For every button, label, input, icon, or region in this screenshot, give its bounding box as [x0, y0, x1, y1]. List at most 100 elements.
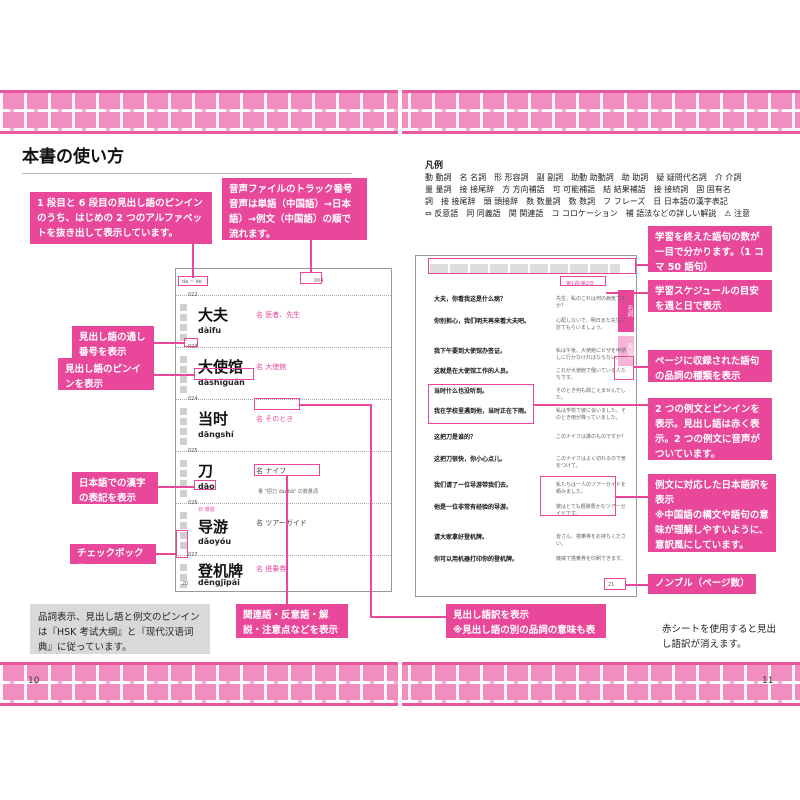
page-number-left: 10: [28, 676, 40, 686]
highlight-week: [560, 276, 606, 286]
entry-number: 024: [188, 396, 198, 402]
highlight-progress: [428, 258, 636, 274]
entry-meaning: 名 ツアーガイド: [256, 519, 307, 527]
example-translation: そのとき何も聞こえませんでした。: [556, 388, 626, 401]
example-translation: 先生、私のこれは何の病気ですか？: [556, 296, 627, 309]
checkbox-icon[interactable]: [180, 304, 187, 344]
example-sentence: 请大家拿好登机牌。: [434, 534, 489, 541]
entry-pinyin: dàshǐguǎn: [198, 378, 245, 387]
connector-line: [370, 616, 446, 618]
highlight-translation: [254, 398, 300, 410]
right-page-sample: 第1週/第2日 名詞 第1週 大夫，你看我这是什么病？ 先生、私のこれは何の病気…: [415, 255, 637, 597]
example-sentence: 我们请了一位导游带我们去。: [434, 482, 513, 489]
example-sentence: 这把刀是谁的？: [434, 434, 477, 441]
example-translation: 心配しないで、明日また先生に診てもらいましょう。: [556, 318, 626, 331]
page-number-right: 11: [762, 676, 774, 686]
highlight-nombre: [604, 578, 626, 590]
callout-pinyin-alpha: 1 段目と 6 段目の見出し語のピンインのうち、はじめの 2 つのアルファベット…: [30, 192, 212, 244]
example-translation: このナイフは誰のものですか？: [556, 434, 627, 440]
example-translation: 私は学校で彼に会いました。そのとき雨が降っていました。: [556, 408, 627, 421]
side-tab-pos: 名詞: [618, 290, 634, 332]
checkbox-icon[interactable]: [180, 408, 187, 448]
callout-pinyin: 見出し語のピンインを表示: [58, 358, 154, 390]
left-page-sample: da ~ de 004 022 大夫 dàifu 名 医者、先生 023 大使馆…: [175, 268, 392, 592]
highlight-pinyin: [194, 368, 254, 380]
connector-line: [634, 366, 648, 368]
callout-examples: 2 つの例文とピンインを表示。見出し語は赤く表示。2 つの例文に音声がついていま…: [648, 398, 772, 460]
example-sentence: 这就是在大使馆工作的人员。: [434, 368, 513, 375]
callout-translation: 見出し語訳を表示 ※見出し語の別の品詞の意味も表示: [446, 604, 606, 651]
callout-pos: ページに収録された語句の品詞の種類を表示: [648, 350, 772, 382]
highlight-serial: [184, 338, 198, 347]
entry-row: 026 日 導遊 导游 dǎoyóu 名 ツアーガイド: [176, 500, 391, 556]
legend-line: 詞 接 接尾辞 頭 頭接辞 数 数量詞 数 数詞 フ フレーズ 日 日本語の漢字…: [425, 197, 728, 206]
highlight-checkbox: [176, 530, 188, 558]
checkbox-icon[interactable]: [180, 460, 187, 500]
entry-row: 027 登机牌 dēngjīpái 名 搭乗券: [176, 552, 391, 590]
entry-meaning: 名 大使館: [256, 363, 287, 371]
legend: 凡例 動 動詞 名 名詞 形 形容詞 副 副詞 助動 助動詞 助 助詞 疑 疑問…: [425, 160, 785, 220]
highlight-jp: [540, 476, 616, 516]
legend-line: 量 量詞 接 接尾辞 方 方向補語 可 可能補語 結 結果補語 接 接続詞 固 …: [425, 185, 731, 194]
example-translation: 私は午後、大使館にビザを申請しに行かなければならない。: [556, 348, 627, 361]
progress-track: [430, 264, 620, 274]
entry-hanzi: 登机牌: [198, 562, 244, 580]
highlight-pos-tab: [614, 356, 634, 380]
connector-line: [534, 404, 648, 406]
highlight-related: [254, 464, 320, 476]
connector-line: [626, 584, 648, 586]
highlight-track: [300, 272, 322, 284]
spread-gutter: [398, 0, 402, 800]
range-label: da ~ de: [182, 279, 202, 285]
callout-count: 学習を終えた語句の数が一目で分かります。（1 コマ 50 語句）: [648, 226, 772, 273]
checkbox-icon[interactable]: [180, 356, 187, 396]
entry-pinyin: dàifu: [198, 326, 222, 335]
example-translation: 彼はとても経験豊かなツアーガイドです。: [556, 504, 626, 517]
entry-pinyin: dēngjīpái: [198, 578, 240, 587]
entry-hanzi: 当时: [198, 410, 229, 428]
connector-line: [606, 292, 648, 294]
connector-line: [192, 244, 194, 278]
callout-checkbox: チェックボックス: [70, 544, 156, 574]
checkbox-icon[interactable]: [180, 564, 187, 588]
callout-track: 音声ファイルのトラック番号 音声は単語（中国語）→日本語）→例文（中国語）の順で…: [222, 178, 367, 240]
legend-title: 凡例: [425, 161, 444, 171]
entry-row: 024 当时 dāngshí 名 そのとき: [176, 396, 391, 452]
entry-hanzi: 大夫: [198, 306, 229, 324]
example-sentence: 你可以用机器打印你的登机牌。: [434, 556, 519, 563]
entry-meaning: 名 医者、先生: [256, 311, 301, 319]
connector-line: [156, 553, 176, 555]
week-label: 第1週/第2日: [566, 281, 595, 287]
callout-jp-translation: 例文に対応した日本語訳を表示 ※中国語の構文や語句の意味が理解しやすいように、意…: [648, 474, 776, 552]
entry-number: 023: [188, 344, 198, 350]
entry-row: 022 大夫 dàifu 名 医者、先生: [176, 292, 391, 348]
callout-nombre: ノンブル（ページ数）: [648, 574, 756, 594]
callout-schedule: 学習スケジュールの目安を週と日で表示: [648, 280, 772, 312]
connector-line: [154, 342, 184, 344]
checkbox-icon[interactable]: [180, 512, 187, 552]
example-translation: 機械で搭乗券を印刷できます。: [556, 556, 626, 562]
entry-number: 025: [188, 448, 198, 454]
note-hsk: 品詞表示、見出し語と例文のピンインは『HSK 考试大纲』と『现代汉语词典』に従っ…: [30, 604, 210, 654]
entry-number: 026: [188, 500, 198, 506]
highlight-examples: [428, 384, 534, 424]
example-translation: 皆さん、搭乗券をお持ちください。: [556, 534, 627, 547]
sample-page-number: 20: [182, 581, 189, 587]
example-sentence: 大夫，你看我这是什么病？: [434, 296, 507, 303]
connector-line: [158, 486, 194, 488]
connector-line: [154, 374, 194, 376]
example-translation: これが大使館で働いている人たちです。: [556, 368, 626, 381]
connector-line: [636, 264, 648, 266]
legend-line: 動 動詞 名 名詞 形 形容詞 副 副詞 助動 助動詞 助 助詞 疑 疑問代名詞…: [425, 173, 742, 182]
example-sentence: 我在学校里遇到他，当时正在下雨。: [434, 408, 531, 415]
connector-line: [300, 404, 370, 406]
side-tab-week: 第1週: [618, 336, 634, 366]
highlight-kanji: [194, 480, 216, 490]
callout-related: 関連語・反意語・解説・注意点などを表示: [236, 604, 348, 638]
example-sentence: 他是一位非常有经验的导游。: [434, 504, 513, 511]
entry-hanzi: 大使馆: [198, 358, 244, 376]
entry-row: 025 刀 dāo 名 ナイフ 量 "把刀 dàobǎ" の数量詞: [176, 448, 391, 504]
example-translation: 私たちは一人のツアーガイドを頼みました。: [556, 482, 626, 495]
example-sentence: 这把刀很快，你小心点儿。: [434, 456, 507, 463]
entry-row: 023 大使馆 dàshǐguǎn 名 大使館: [176, 344, 391, 400]
